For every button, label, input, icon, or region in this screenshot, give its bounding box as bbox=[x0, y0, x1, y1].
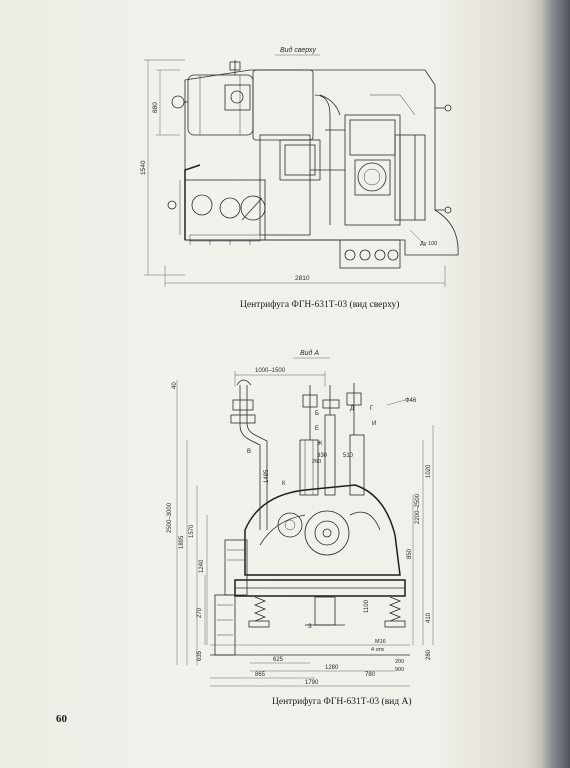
letter-i: И bbox=[372, 421, 376, 427]
book-page: Вид сверху 1540 880 2810 bbox=[0, 0, 548, 768]
dim-2810: 2810 bbox=[295, 275, 310, 282]
dim-1240: 1240 bbox=[199, 559, 205, 573]
dim-880: 880 bbox=[152, 102, 159, 113]
dim-625: 625 bbox=[273, 657, 284, 663]
dim-1570: 1570 bbox=[189, 524, 195, 538]
dim-1000-1500: 1000–1500 bbox=[255, 368, 286, 374]
page-number: 60 bbox=[56, 713, 67, 725]
dim-865: 865 bbox=[255, 672, 266, 678]
dim-850: 850 bbox=[407, 548, 413, 559]
letter-e: Е bbox=[315, 426, 319, 432]
dim-1100: 1100 bbox=[364, 599, 370, 613]
side-figure-caption: Центрифуга ФГН-631Т-03 (вид А) bbox=[272, 697, 412, 707]
dim-phi46: Ф46 bbox=[405, 398, 417, 404]
dim-40: 40 bbox=[172, 382, 178, 389]
book-gutter bbox=[540, 0, 570, 768]
side-view-label: Вид А bbox=[300, 349, 319, 357]
dim-270: 270 bbox=[197, 607, 203, 618]
dim-260: 260 bbox=[312, 459, 321, 465]
dim-635: 635 bbox=[197, 650, 203, 661]
dim-1280: 1280 bbox=[325, 665, 339, 671]
dim-1020: 1020 bbox=[426, 464, 432, 478]
dim-1540: 1540 bbox=[140, 160, 147, 175]
top-view-drawing: Вид сверху 1540 880 2810 bbox=[140, 46, 459, 287]
letter-v: В bbox=[247, 449, 251, 455]
dim-2200-2500: 2200–2500 bbox=[415, 493, 421, 524]
side-view-drawing: Вид А 1000–1500 40 Ф46 2500–3000 1895 15… bbox=[167, 349, 434, 687]
dim-m16: М16 bbox=[375, 639, 386, 645]
letter-k: К bbox=[282, 481, 286, 487]
letter-g: Г bbox=[370, 406, 374, 412]
dim-1790: 1790 bbox=[305, 680, 319, 686]
dim-900: 900 bbox=[395, 667, 404, 673]
dim-du100: Ду 100 bbox=[420, 241, 437, 247]
dim-200: 200 bbox=[395, 659, 404, 665]
dim-280: 280 bbox=[426, 649, 432, 660]
top-figure-caption: Центрифуга ФГН-631Т-03 (вид сверху) bbox=[240, 300, 400, 310]
letter-z: З bbox=[308, 624, 312, 630]
dim-4otv: 4 отв bbox=[371, 647, 384, 653]
letter-d: Д bbox=[350, 406, 354, 412]
dim-410: 410 bbox=[426, 612, 432, 623]
dim-780: 780 bbox=[365, 672, 376, 678]
dim-510: 510 bbox=[343, 453, 354, 459]
dim-1895: 1895 bbox=[179, 535, 185, 549]
dim-330: 330 bbox=[317, 453, 328, 459]
letter-b: Б bbox=[315, 411, 319, 417]
letter-zh: Ж bbox=[317, 441, 323, 447]
dim-2500-3000: 2500–3000 bbox=[167, 502, 173, 533]
top-view-label: Вид сверху bbox=[280, 46, 316, 54]
